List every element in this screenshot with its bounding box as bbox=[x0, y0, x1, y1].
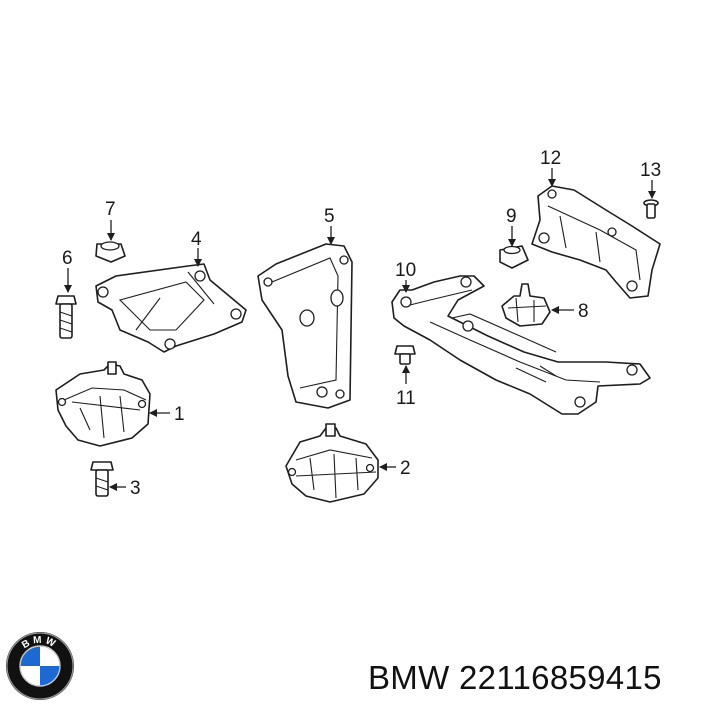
part-number-label: BMW 22116859415 bbox=[368, 659, 662, 696]
callout-11: 11 bbox=[396, 388, 416, 409]
part-2-engine-mount bbox=[285, 423, 379, 503]
bmw-logo: BMW bbox=[6, 632, 74, 700]
callout-5: 5 bbox=[324, 206, 335, 227]
callout-8: 8 bbox=[578, 301, 589, 322]
callout-9: 9 bbox=[506, 206, 517, 227]
part-8-mount bbox=[501, 283, 551, 327]
callout-7: 7 bbox=[105, 199, 116, 220]
part-10-crossmember bbox=[391, 275, 651, 415]
part-13-bolt bbox=[643, 199, 659, 219]
part-9-nut bbox=[499, 245, 529, 269]
callout-13: 13 bbox=[640, 160, 661, 181]
svg-text:BMW: BMW bbox=[20, 635, 59, 651]
part-5-bracket bbox=[257, 243, 353, 409]
callout-10: 10 bbox=[395, 260, 416, 281]
part-1-engine-mount bbox=[55, 361, 151, 447]
callout-4: 4 bbox=[191, 229, 202, 250]
callout-3: 3 bbox=[130, 478, 141, 499]
callout-6: 6 bbox=[62, 248, 73, 269]
part-7-nut bbox=[95, 241, 126, 263]
callout-2: 2 bbox=[400, 458, 411, 479]
part-11-bolt bbox=[394, 345, 416, 365]
callout-12: 12 bbox=[540, 148, 561, 169]
part-6-bolt bbox=[55, 295, 77, 339]
part-12-bracket bbox=[531, 185, 661, 299]
part-3-bolt bbox=[90, 461, 114, 497]
part-4-bracket bbox=[95, 263, 247, 353]
callout-1: 1 bbox=[174, 404, 185, 425]
